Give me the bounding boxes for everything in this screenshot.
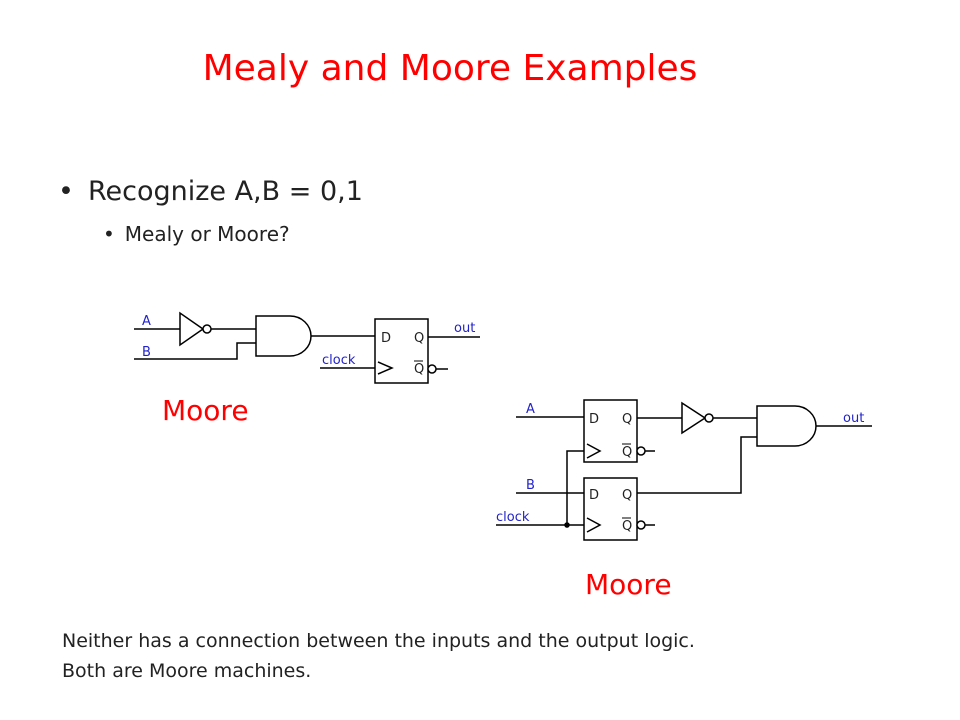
- label-out-1: out: [454, 321, 475, 336]
- ff-q-label-1: Q: [414, 331, 424, 346]
- bullet-mealy-or-moore-text: Mealy or Moore?: [124, 222, 290, 246]
- clock-triangle-2a: [586, 443, 602, 459]
- wire-b-1: [134, 342, 256, 360]
- inverter-2: [681, 401, 707, 435]
- label-a-1: A: [142, 314, 151, 329]
- wire-clock-branch-2: [566, 450, 584, 525]
- label-out-2: out: [843, 411, 864, 426]
- ff-d-label-2b: D: [589, 488, 599, 503]
- inverter-1: [179, 311, 205, 347]
- circuit-1: A B clock out D Q Q: [134, 311, 480, 384]
- label-clock-1: clock: [322, 353, 356, 368]
- circuit-1-answer: Moore: [162, 394, 249, 427]
- ff-d-label-1: D: [381, 331, 391, 346]
- ff-qbar-label-2a: Q: [622, 445, 632, 460]
- label-a-2: A: [526, 402, 535, 417]
- ff-q-label-2a: Q: [622, 412, 632, 427]
- inverter-bubble-2: [704, 413, 714, 423]
- wire-q-and-2: [637, 436, 757, 494]
- explanation-line-2: Both are Moore machines.: [62, 660, 312, 682]
- qbar-bubble-2a: [636, 446, 646, 456]
- qbar-bubble-1: [427, 364, 437, 374]
- circuit-2-answer: Moore: [585, 568, 672, 601]
- label-clock-2: clock: [496, 510, 530, 525]
- and-gate-2: [756, 405, 817, 447]
- inverter-bubble-1: [202, 324, 212, 334]
- ff-qbar-label-2b: Q: [622, 519, 632, 534]
- explanation-note: Neither has a connection between the inp…: [62, 626, 695, 686]
- bullet-dot: •: [58, 176, 74, 207]
- ff-qbar-label-1: Q: [414, 362, 424, 377]
- bullet-recognize: • Recognize A,B = 0,1: [58, 176, 363, 207]
- clock-triangle-1: [377, 361, 394, 375]
- bullet-recognize-text: Recognize A,B = 0,1: [87, 176, 363, 207]
- label-b-2: B: [526, 478, 535, 493]
- ff-d-label-2a: D: [589, 412, 599, 427]
- clock-junction-2: [564, 522, 570, 528]
- ff-q-label-2b: Q: [622, 488, 632, 503]
- bullet-mealy-or-moore: • Mealy or Moore?: [103, 222, 290, 246]
- and-gate-1: [255, 315, 312, 357]
- flip-flop-1: [374, 318, 429, 384]
- label-b-1: B: [142, 345, 151, 360]
- flip-flop-2b: [583, 477, 638, 541]
- circuit-2: A B clock out D Q Q D Q Q: [496, 399, 872, 541]
- explanation-line-1: Neither has a connection between the inp…: [62, 630, 695, 652]
- bullet-dot: •: [103, 222, 115, 246]
- flip-flop-2a: [583, 399, 638, 463]
- qbar-bubble-2b: [636, 520, 646, 530]
- clock-triangle-2b: [586, 517, 602, 533]
- page-title: Mealy and Moore Examples: [202, 48, 698, 89]
